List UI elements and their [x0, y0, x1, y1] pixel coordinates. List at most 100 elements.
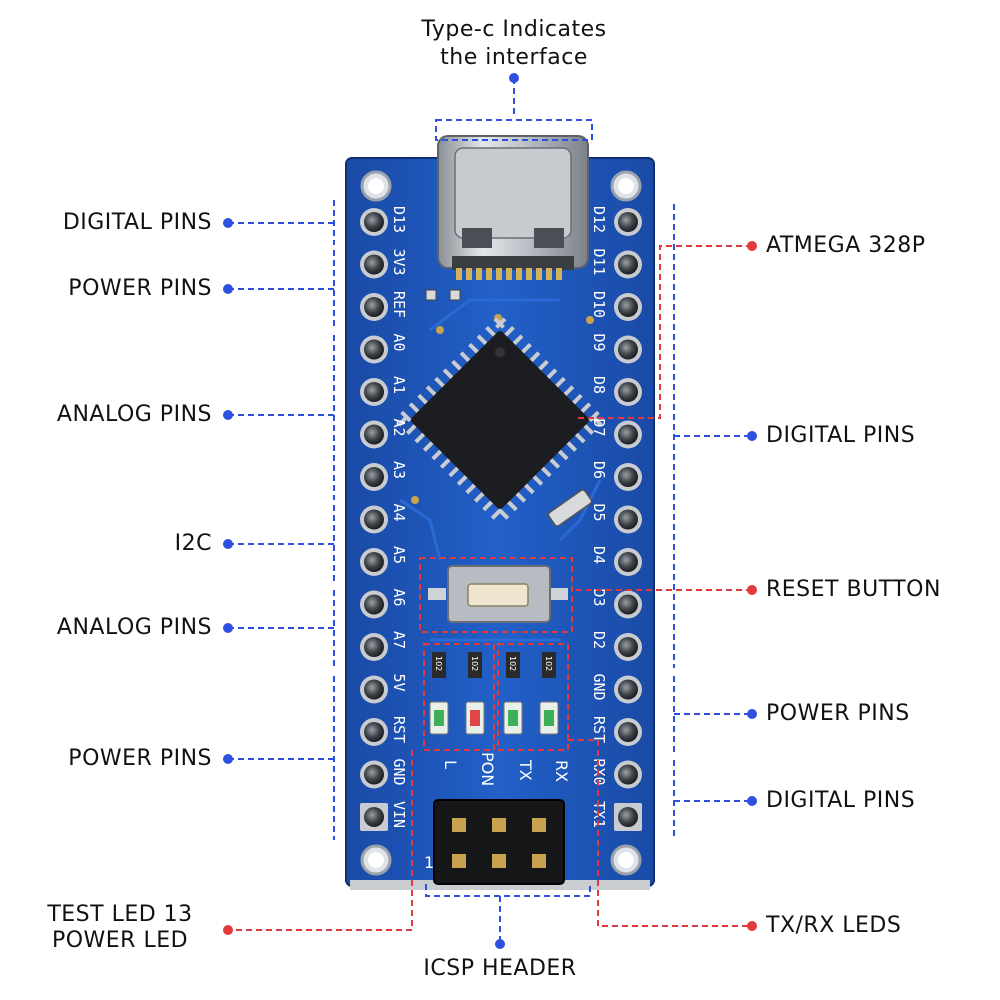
leader-dots: [223, 73, 757, 949]
header-pin: [364, 212, 384, 232]
left-digital-pins-label: DIGITAL PINS: [62, 210, 212, 235]
pin-label: A4: [390, 504, 408, 522]
led-group: [429, 652, 559, 735]
left-pin-header: [360, 208, 388, 831]
highlight-boxes: [419, 119, 593, 751]
pin-label: RST: [590, 716, 608, 743]
reset-highlight: [419, 557, 573, 633]
pin-label: RST: [390, 716, 408, 743]
header-pin: [364, 509, 384, 530]
left-power-pins-2-label: POWER PINS: [68, 746, 212, 771]
right-pin-header: [614, 208, 642, 831]
header-pin: [618, 339, 638, 360]
header-pin: [364, 637, 384, 657]
led-right-highlight: [497, 643, 569, 751]
header-pin: [618, 764, 638, 785]
reset-button-part: [428, 565, 568, 623]
left-analog-pins-label: ANALOG PINS: [56, 402, 212, 427]
right-digital-pins-label: DIGITAL PINS: [766, 423, 916, 448]
header-pin: [618, 637, 638, 657]
pin-label: D6: [590, 461, 608, 479]
header-pin: [618, 212, 638, 232]
header-pin: [364, 424, 384, 445]
pin-label: D8: [590, 376, 608, 394]
pin-label: REF: [390, 291, 408, 318]
test-led-power-led-label: TEST LED 13 POWER LED: [47, 902, 193, 953]
header-pin: [618, 382, 638, 402]
right-digital-pins-2-label: DIGITAL PINS: [766, 788, 916, 813]
header-pin: [618, 467, 638, 487]
usb-label: Type-c Indicates the interface: [421, 17, 607, 70]
pin-label: D12: [590, 206, 608, 233]
pin-label: D4: [590, 546, 608, 564]
header-pin: [364, 722, 384, 742]
pin-label: GND: [590, 674, 608, 701]
header-pin: [364, 382, 384, 402]
pin-label: D9: [590, 334, 608, 352]
header-pin: [364, 339, 384, 360]
left-analog-pins-2-label: ANALOG PINS: [56, 615, 212, 640]
left-power-pins-label: POWER PINS: [68, 276, 212, 301]
pin-label: VIN: [390, 801, 408, 828]
pin-label: A5: [390, 546, 408, 564]
resistor-code-1: 102: [434, 656, 443, 671]
pin-label: A6: [390, 589, 408, 607]
header-pin: [364, 467, 384, 487]
atmega-chip: [397, 317, 603, 520]
resistor-code-2: 102: [470, 656, 479, 671]
pin-label: A7: [390, 631, 408, 649]
header-pin: [618, 679, 638, 700]
usb-highlight: [435, 119, 593, 141]
led-label-l: L: [441, 760, 460, 769]
header-pin: [364, 297, 384, 317]
header-pin: [618, 594, 638, 615]
right-power-pins-label: POWER PINS: [766, 701, 910, 726]
pin-label: A0: [390, 334, 408, 352]
header-pin: [364, 552, 384, 572]
header-pin: [618, 722, 638, 742]
pin-label: D11: [590, 249, 608, 276]
header-pin: [618, 807, 638, 827]
header-pin: [618, 254, 638, 275]
resistor-code-3: 102: [508, 656, 517, 671]
header-pin: [364, 764, 384, 785]
header-pin: [618, 509, 638, 530]
pin-label: D13: [390, 206, 408, 233]
pin-label: D3: [590, 589, 608, 607]
pin-label: A3: [390, 461, 408, 479]
icsp-pin1-label: 1: [424, 853, 434, 872]
pin-label: A2: [390, 419, 408, 437]
header-pin: [618, 297, 638, 317]
led-label-rx: RX: [552, 760, 571, 782]
led-left-highlight: [423, 643, 495, 751]
leader-lines: [228, 78, 752, 944]
pin-label: A1: [390, 376, 408, 394]
atmega-label: ATMEGA 328P: [766, 233, 926, 258]
reset-button-label: RESET BUTTON: [766, 577, 941, 602]
pin-label: 3V3: [390, 249, 408, 276]
header-pin: [364, 679, 384, 700]
i2c-label: I2C: [174, 531, 212, 556]
header-pin: [618, 424, 638, 445]
resistor-code-4: 102: [544, 656, 553, 671]
pin-label: 5V: [390, 674, 408, 692]
txrx-leds-label: TX/RX LEDS: [766, 913, 902, 938]
icsp-header-part: [433, 799, 565, 885]
header-pin: [618, 552, 638, 572]
pin-label: D5: [590, 504, 608, 522]
header-pin: [364, 807, 384, 827]
header-pin: [364, 254, 384, 275]
icsp-header-label: ICSP HEADER: [423, 956, 577, 981]
pin-label: D2: [590, 631, 608, 649]
pin-label: D10: [590, 291, 608, 318]
led-label-tx: TX: [516, 759, 535, 781]
pin-label: GND: [390, 759, 408, 786]
pin-label: D7: [590, 419, 608, 437]
usb-c-connector: [425, 135, 589, 301]
led-label-pon: PON: [478, 752, 497, 786]
header-pin: [364, 594, 384, 615]
led-silkscreen: L PON TX RX 1 102 102 102 102: [424, 656, 571, 872]
